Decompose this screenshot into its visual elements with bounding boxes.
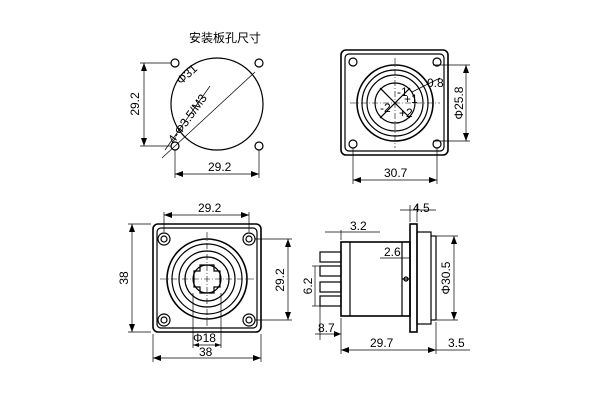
side-mid-label: 2.6	[384, 245, 401, 259]
front-small-label: 0.8	[427, 76, 444, 90]
cutout-title: 安装板孔尺寸	[189, 30, 261, 45]
front-flange	[340, 49, 449, 156]
cutout-circle	[170, 57, 264, 151]
side-top-left-label: 3.2	[350, 219, 367, 233]
pin-label-3: -2	[380, 101, 391, 115]
side-diameter-label: Φ30.5	[439, 261, 453, 294]
side-bottom-left-label: 8.7	[318, 321, 335, 335]
front-width-label: 30.7	[384, 166, 408, 180]
mount-hole-br	[254, 141, 264, 151]
bottom-bottom-label: 38	[199, 345, 213, 359]
mount-hole-tl	[170, 58, 180, 68]
cutout-height-label: 29.2	[128, 92, 142, 116]
side-length-label: 29.7	[370, 336, 394, 350]
bottom-hole-bl	[157, 313, 171, 327]
bottom-hole-tr	[242, 232, 256, 246]
side-terminal-1	[319, 251, 342, 263]
cutout-diameter-leader	[161, 71, 256, 159]
bottom-inner-label: Φ18	[193, 331, 216, 345]
bottom-right-label: 29.2	[273, 268, 287, 292]
bottom-outer-ring	[166, 238, 248, 320]
bottom-hole-tl	[157, 232, 171, 246]
bottom-left-label: 38	[117, 271, 131, 285]
front-diameter-label: Φ25.8	[452, 86, 466, 119]
side-terminal-2	[319, 265, 342, 277]
pin-label-1: -1	[397, 85, 408, 99]
bottom-top-label: 29.2	[198, 201, 222, 215]
pin-label-2: +1	[404, 92, 418, 106]
side-view: 4.5 3.2 2.6 6.2 Φ30.5 8.7 29.7 3.5	[301, 201, 470, 354]
panel-cutout-view: 安装板孔尺寸 29.2 29.2 Φ31 4-Φ3.5/M3	[128, 30, 264, 178]
bottom-flange	[152, 223, 262, 333]
side-top-right-label: 4.5	[413, 201, 430, 215]
front-hole-tr	[432, 57, 442, 67]
side-left-label: 6.2	[301, 277, 315, 294]
side-front-lip	[416, 231, 432, 325]
pin-label-4: +2	[399, 106, 413, 120]
bottom-front-view: 29.2 29.2 38 Φ18 38	[117, 201, 292, 362]
front-hole-bl	[348, 139, 358, 149]
front-hole-tl	[348, 57, 358, 67]
side-flange	[409, 223, 418, 333]
side-terminal-4	[319, 295, 342, 307]
cutout-width-label: 29.2	[208, 160, 232, 174]
cutout-hole-label: 4-Φ3.5/M3	[165, 91, 210, 146]
mount-hole-tr	[254, 58, 264, 68]
front-view: -1 +1 -2 +2 0.8 Φ25.8 30.7	[340, 49, 470, 184]
side-terminal-3	[319, 281, 342, 293]
bottom-center-key	[193, 264, 221, 294]
side-bottom-right-label: 3.5	[448, 336, 465, 350]
bottom-hole-br	[242, 313, 256, 327]
